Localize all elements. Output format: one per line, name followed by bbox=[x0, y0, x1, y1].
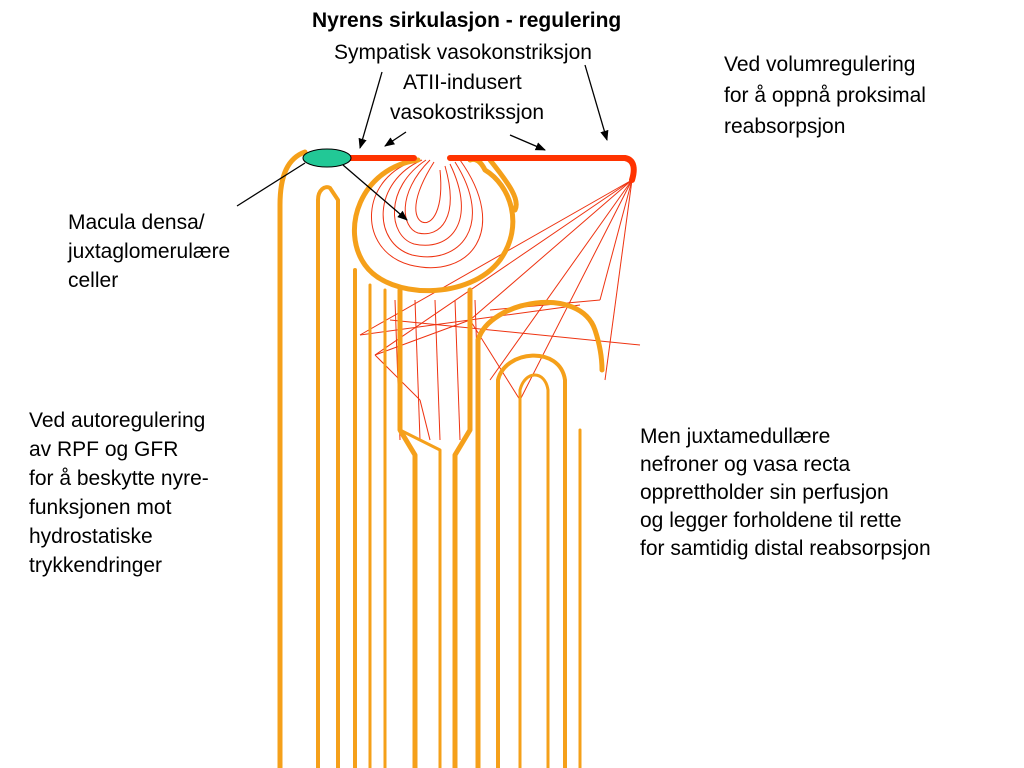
label-atii: ATII-indusert vasokostrikssjon bbox=[390, 71, 544, 125]
arrow-macula-label bbox=[236, 162, 306, 207]
label-juxta-line: for samtidig distal reabsorpsjon bbox=[640, 537, 931, 560]
label-macula-line: Macula densa/ bbox=[68, 211, 205, 234]
label-auto-line: av RPF og GFR bbox=[29, 438, 179, 461]
glomerulus-capillary-tuft bbox=[371, 159, 484, 269]
nephron-tubules bbox=[277, 149, 605, 768]
page-title: Nyrens sirkulasjon - regulering bbox=[312, 9, 622, 32]
label-juxta-line: opprettholder sin perfusjon bbox=[640, 481, 889, 504]
label-sympathetic: Sympatisk vasokonstriksjon bbox=[334, 41, 592, 64]
label-auto-line: Ved autoregulering bbox=[29, 409, 206, 432]
arrow-sympathetic-afferent bbox=[358, 71, 383, 149]
label-auto-line: trykkendringer bbox=[29, 554, 163, 577]
efferent-arteriole bbox=[447, 155, 637, 183]
arrow-sympathetic-efferent bbox=[584, 64, 609, 141]
label-atii-line: vasokostrikssjon bbox=[390, 101, 545, 124]
label-autoregulation: Ved autoregulering av RPF og GFR for å b… bbox=[29, 406, 209, 580]
label-macula: Macula densa/ juxtaglomerulære celler bbox=[68, 208, 230, 295]
label-auto-line: hydrostatiske bbox=[29, 525, 153, 548]
label-macula-line: juxtaglomerulære bbox=[68, 240, 231, 263]
label-auto-line: for å beskytte nyre- bbox=[29, 467, 209, 490]
arrow-macula-glomerulus bbox=[342, 164, 408, 221]
label-juxta-line: og legger forholdene til rette bbox=[640, 509, 902, 532]
arrow-atii-efferent bbox=[509, 134, 546, 151]
label-juxta-line: nefroner og vasa recta bbox=[640, 453, 851, 476]
arrow-atii-afferent bbox=[384, 131, 407, 147]
label-volume-line: Ved volumregulering bbox=[724, 53, 916, 76]
label-volume-line: reabsorpsjon bbox=[724, 115, 846, 138]
label-juxtamedullary: Men juxtamedullære nefroner og vasa rect… bbox=[640, 423, 931, 563]
arterioles bbox=[342, 155, 637, 183]
label-juxta-line: Men juxtamedullære bbox=[640, 425, 831, 448]
label-volume: Ved volumregulering for å oppnå proksima… bbox=[724, 49, 926, 142]
label-auto-line: funksjonen mot bbox=[29, 496, 172, 519]
label-volume-line: for å oppnå proksimal bbox=[724, 84, 926, 107]
label-macula-line: celler bbox=[68, 269, 119, 292]
macula-densa bbox=[302, 148, 352, 168]
label-atii-line: ATII-indusert bbox=[403, 71, 522, 94]
annotation-arrows bbox=[236, 64, 609, 221]
